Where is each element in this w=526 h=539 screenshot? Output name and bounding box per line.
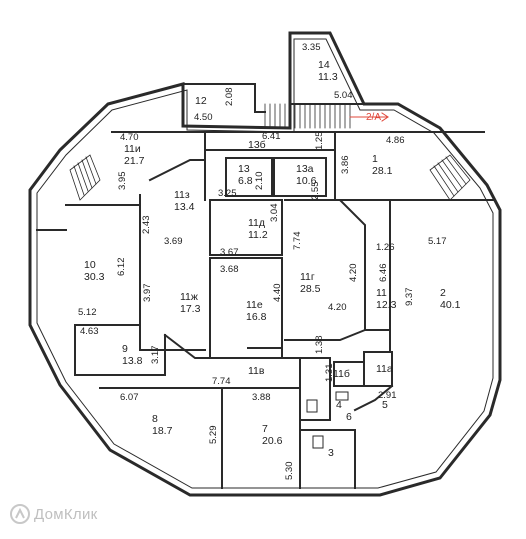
sink-icon — [335, 391, 349, 401]
room-number: 11и — [124, 143, 141, 155]
room-number: 13б — [248, 139, 266, 151]
dimension-label: 9.37 — [404, 288, 415, 307]
dimension-label: 2.08 — [224, 88, 235, 107]
dimension-label: 3.04 — [269, 204, 280, 223]
room-number: 11з — [174, 189, 190, 201]
room-number: 4 — [336, 399, 342, 411]
dimension-label: 1.38 — [314, 336, 325, 355]
dimension-label: 4.50 — [194, 112, 213, 123]
room-area: 13.8 — [122, 355, 143, 367]
room-number: 11д — [248, 217, 265, 229]
room-area: 10.6 — [296, 175, 317, 187]
room-number: 11в — [248, 365, 265, 377]
room-area: 30.3 — [84, 271, 105, 283]
room-number: 11а — [376, 363, 393, 375]
room-number: 10 — [84, 259, 96, 271]
room-area: 18.7 — [152, 425, 173, 437]
dimension-label: 3.35 — [302, 42, 321, 53]
room-area: 28.1 — [372, 165, 393, 177]
stair-north-icon — [264, 103, 351, 129]
dimension-label: 7.74 — [212, 376, 231, 387]
dimension-label: 7.74 — [292, 232, 303, 251]
outer-wall — [28, 31, 502, 497]
dimension-label: 3.97 — [142, 284, 153, 303]
room-area: 40.1 — [440, 299, 461, 311]
dimension-label: 3.88 — [252, 392, 271, 403]
room-area: 6.8 — [238, 175, 253, 187]
dimension-label: 3.25 — [218, 188, 237, 199]
room-number: 11 — [376, 287, 387, 299]
dimension-label: 3.67 — [220, 247, 239, 258]
room-number: 14 — [318, 59, 330, 71]
dimension-label: 4.20 — [328, 302, 347, 313]
room-number: 8 — [152, 413, 158, 425]
dimension-label: 2.10 — [254, 172, 265, 191]
stair-annotation: 2/А — [366, 112, 381, 123]
dimension-label: 5.17 — [428, 236, 447, 247]
dimension-label: 6.41 — [262, 131, 281, 142]
dimension-label: 4.70 — [120, 132, 139, 143]
room-number: 6 — [346, 411, 352, 423]
toilet-icon — [312, 435, 324, 449]
dimension-label: 6.07 — [120, 392, 139, 403]
dimension-label: 3.95 — [117, 172, 128, 191]
dimension-label: 4.86 — [386, 135, 405, 146]
room-number: 9 — [122, 343, 128, 355]
domclick-logo-icon — [10, 504, 30, 524]
dimension-label: 2.91 — [378, 390, 397, 401]
room-number: 7 — [262, 423, 268, 435]
room-number: 11е — [246, 299, 263, 311]
dimension-label: 1.25 — [314, 132, 325, 151]
dimension-label: 1.31 — [324, 364, 335, 383]
room-number: 13 — [238, 163, 250, 175]
room-number: 11б — [333, 368, 350, 380]
room-number: 11ж — [180, 291, 198, 303]
dimension-label: 4.63 — [80, 326, 99, 337]
room-area: 12.3 — [376, 299, 397, 311]
watermark: ДомКлик — [10, 503, 98, 525]
outer-wall-inner — [36, 38, 494, 489]
dimension-label: 3.68 — [220, 264, 239, 275]
dimension-label: 2.55 — [310, 182, 321, 201]
dimension-label: 3.69 — [164, 236, 183, 247]
room-number: 2 — [440, 287, 446, 299]
room-number: 1 — [372, 153, 378, 165]
room-area: 11.2 — [248, 229, 268, 241]
room-number: 3 — [328, 447, 334, 459]
dimension-label: 4.40 — [272, 284, 283, 303]
dimension-label: 6.46 — [378, 264, 389, 283]
watermark-text: ДомКлик — [34, 505, 98, 523]
room-area: 11.3 — [318, 71, 338, 83]
dimension-label: 3.86 — [340, 156, 351, 175]
dimension-label: 1.26 — [376, 242, 395, 253]
dimension-label: 6.12 — [116, 258, 127, 277]
stair-west-icon — [69, 154, 101, 201]
room-number: 12 — [195, 95, 207, 107]
dimension-label: 5.04 — [334, 90, 353, 101]
dimension-label: 4.20 — [348, 264, 359, 283]
room-number: 13а — [296, 163, 314, 175]
room-area: 17.3 — [180, 303, 201, 315]
toilet-icon — [306, 399, 318, 413]
room-number: 5 — [382, 399, 388, 411]
room-area: 28.5 — [300, 283, 321, 295]
room-area: 16.8 — [246, 311, 267, 323]
room-number: 11г — [300, 271, 315, 283]
dimension-label: 2.43 — [141, 216, 152, 235]
dimension-label: 5.29 — [208, 426, 219, 445]
room-area: 13.4 — [174, 201, 195, 213]
room-area: 20.6 — [262, 435, 283, 447]
dimension-label: 5.12 — [78, 307, 97, 318]
dimension-label: 5.30 — [284, 462, 295, 481]
room-area: 21.7 — [124, 155, 145, 167]
dimension-label: 3.17 — [150, 346, 161, 365]
stair-east-icon — [429, 154, 471, 201]
